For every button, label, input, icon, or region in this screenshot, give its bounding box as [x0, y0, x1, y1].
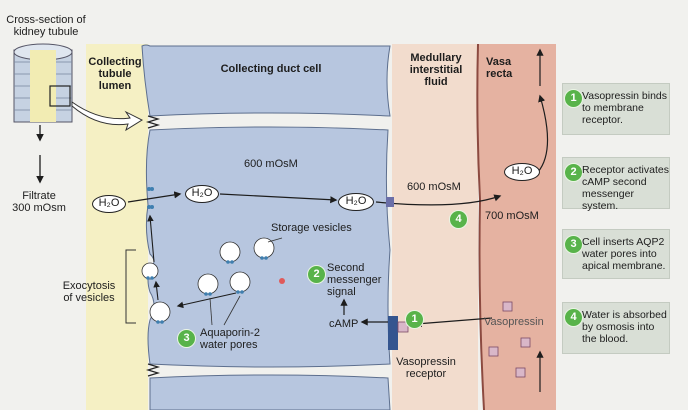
step-marker-2: 2 — [307, 265, 326, 284]
water-molecule-cell: H₂O — [185, 185, 219, 203]
interstitial-label: Medullary interstitial fluid — [409, 52, 463, 88]
step-marker-3: 3 — [177, 329, 196, 348]
tight-junction-upper — [145, 115, 161, 129]
kidney-tubule-inset — [13, 43, 73, 123]
storage-vesicles-label: Storage vesicles — [271, 222, 352, 234]
step-box-1: 1 Vasopressin binds to membrane receptor… — [562, 83, 670, 135]
step-box-2-text: Receptor activates cAMP second messenger… — [582, 164, 669, 212]
step-box-2: 2 Receptor activates cAMP second messeng… — [562, 157, 670, 212]
step-box-1-number: 1 — [564, 89, 583, 108]
water-molecule-lumen: H₂O — [92, 195, 126, 213]
camp-label: cAMP — [329, 318, 359, 330]
step-box-4-text: Water is absorbed by osmosis into the bl… — [582, 309, 667, 345]
step-marker-4: 4 — [449, 210, 468, 229]
zoom-arrow — [71, 101, 144, 132]
filtrate-label: Filtrate 300 mOsm — [12, 190, 66, 214]
second-messenger-label: Second messenger signal — [327, 262, 382, 298]
step-box-3: 3 Cell inserts AQP2 water pores into api… — [562, 229, 670, 279]
storage-vesicles — [141, 237, 275, 323]
vasa-recta-label: Vasa recta — [486, 56, 513, 80]
exocytosis-label: Exocytosis of vesicles — [62, 280, 116, 304]
interstitial-osmolarity: 600 mOsM — [407, 181, 461, 193]
lumen-label: Collecting tubule lumen — [88, 56, 142, 92]
water-molecule-basolateral: H₂O — [338, 193, 374, 211]
step-box-3-text: Cell inserts AQP2 water pores into apica… — [582, 236, 666, 272]
cell-label: Collecting duct cell — [220, 63, 322, 75]
vasopressin-molecules — [488, 301, 531, 378]
aquaporin-label: Aquaporin-2 water pores — [200, 327, 260, 351]
vasa-recta-region — [477, 44, 556, 410]
water-molecule-blood: H₂O — [504, 163, 540, 181]
step-box-3-number: 3 — [564, 235, 583, 254]
step-box-2-number: 2 — [564, 163, 583, 182]
inset-caption: Cross-section of kidney tubule — [6, 14, 86, 38]
vasopressin-label: Vasopressin — [484, 316, 544, 328]
vasa-osmolarity: 700 mOsM — [485, 210, 539, 222]
step-box-4: 4 Water is absorbed by osmosis into the … — [562, 302, 670, 354]
cell-osmolarity: 600 mOsM — [244, 158, 298, 170]
tight-junction-lower — [145, 363, 161, 377]
lower-cell — [149, 374, 391, 410]
step-marker-1: 1 — [405, 310, 424, 329]
step-box-1-text: Vasopressin binds to membrane receptor. — [582, 90, 668, 126]
vasopressin-receptor-shape — [388, 316, 398, 350]
receptor-label: Vasopressin receptor — [396, 356, 456, 380]
upper-cell — [141, 44, 391, 117]
lumen-region — [86, 44, 148, 410]
step-box-4-number: 4 — [564, 308, 583, 327]
